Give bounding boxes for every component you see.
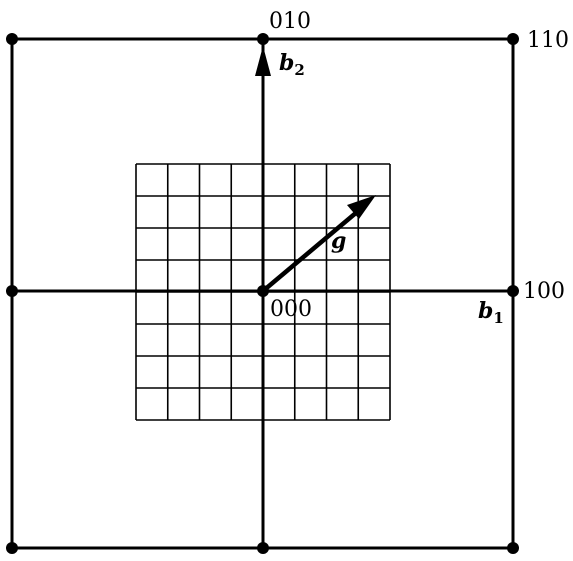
g-vector-shaft <box>261 210 359 293</box>
label-110: 110 <box>527 28 569 53</box>
label-g: g <box>331 228 346 254</box>
b2-arrowhead <box>255 46 271 76</box>
label-b2: b2 <box>279 50 305 79</box>
lattice-point-dot <box>257 285 269 297</box>
lattice-point-dot <box>507 285 519 297</box>
lattice-point-dot <box>507 33 519 45</box>
lattice-point-dot <box>6 285 18 297</box>
label-010: 010 <box>269 9 311 34</box>
label-100: 100 <box>523 279 565 304</box>
lattice-point-dot <box>6 33 18 45</box>
lattice-point-dot <box>507 542 519 554</box>
lattice-point-dot <box>6 542 18 554</box>
g-vector-arrowhead <box>347 195 376 219</box>
label-b1: b1 <box>478 298 504 327</box>
lattice-point-dot <box>257 542 269 554</box>
lattice-point-dot <box>257 33 269 45</box>
label-000: 000 <box>270 297 312 322</box>
